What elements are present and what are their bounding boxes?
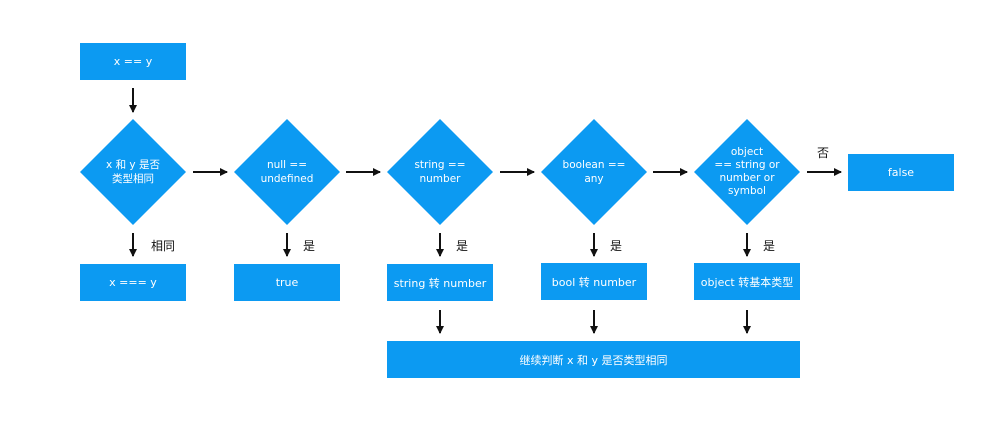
false-node: false	[848, 154, 954, 191]
decision-object-primitive-text: object == string or number or symbol	[714, 146, 780, 197]
decision-null-undefined: null == undefined	[234, 119, 340, 225]
start-node: x == y	[80, 43, 186, 80]
diamond-shape	[541, 119, 647, 225]
string-to-number-node: string 转 number	[387, 264, 493, 301]
decision-same-type-text: x 和 y 是否 类型相同	[106, 159, 160, 185]
label-yes-object: 是	[763, 239, 776, 253]
label-same: 相同	[151, 239, 176, 253]
diamond-shape	[234, 119, 340, 225]
diamond-shape	[387, 119, 493, 225]
label-yes-string: 是	[456, 239, 469, 253]
diamond-shape	[694, 119, 800, 225]
decision-boolean-any: boolean == any	[541, 119, 647, 225]
decision-same-type: x 和 y 是否 类型相同	[80, 119, 186, 225]
decision-string-number-text: string == number	[414, 159, 466, 185]
object-to-primitive-node: object 转基本类型	[694, 263, 800, 300]
true-node: true	[234, 264, 340, 301]
diamond-shape	[80, 119, 186, 225]
decision-null-undefined-text: null == undefined	[260, 159, 314, 185]
strict-equal-node: x === y	[80, 264, 186, 301]
label-yes-boolean: 是	[610, 239, 623, 253]
decision-boolean-any-text: boolean == any	[562, 159, 626, 185]
label-yes-null: 是	[303, 239, 316, 253]
bool-to-number-node: bool 转 number	[541, 263, 647, 300]
label-no: 否	[817, 146, 830, 160]
decision-object-primitive: object == string or number or symbol	[694, 119, 800, 225]
decision-string-number: string == number	[387, 119, 493, 225]
continue-node: 继续判断 x 和 y 是否类型相同	[387, 341, 800, 378]
